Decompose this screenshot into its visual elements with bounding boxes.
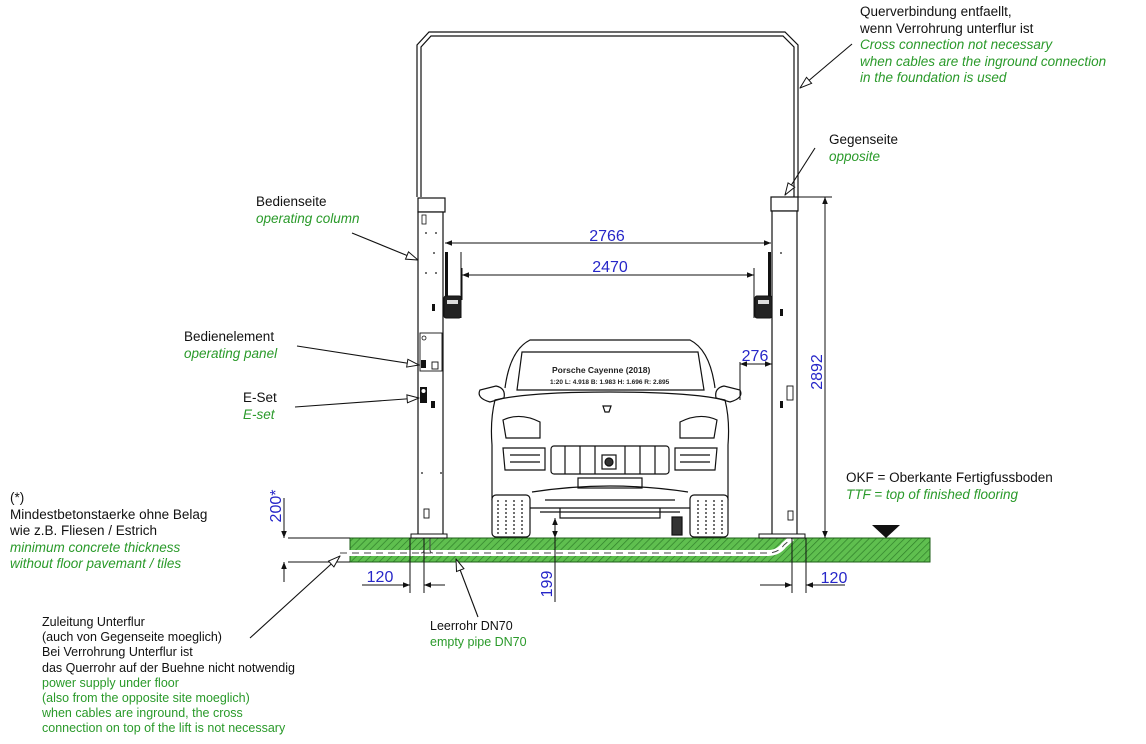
overhead-cross-connection xyxy=(416,31,799,197)
label-empty-pipe: Leerrohr DN70 empty pipe DN70 xyxy=(430,619,527,649)
opposite-column xyxy=(753,196,806,539)
label-concrete: (*) Mindestbetonstaerke ohne Belag wie z… xyxy=(10,490,208,571)
leader-lines xyxy=(249,43,853,639)
label-e-set: E-Set E-set xyxy=(243,390,277,422)
label-cross-connection: Querverbindung entfaellt, wenn Verrohrun… xyxy=(860,4,1107,85)
dim-pipe-depth: 199 xyxy=(539,571,556,598)
dim-arm-offset: 276 xyxy=(742,348,769,365)
dim-base-right: 120 xyxy=(821,570,848,587)
dim-concrete-thickness: 200* xyxy=(268,490,285,523)
car-front-view xyxy=(478,339,742,538)
label-supply: Zuleitung Unterflur (auch von Gegenseite… xyxy=(42,615,295,736)
floor-level-marker xyxy=(872,525,900,538)
car-title: Porsche Cayenne (2018) xyxy=(552,365,650,375)
dim-between-columns: 2766 xyxy=(589,228,625,245)
car-specs: 1:20 L: 4.918 B: 1.983 H: 1.696 R: 2.895 xyxy=(550,379,670,386)
e-set-box xyxy=(420,387,427,403)
label-operating-panel: Bedienelement operating panel xyxy=(184,329,278,361)
dimension-lines xyxy=(281,196,845,602)
foundation xyxy=(288,525,931,563)
dim-base-left: 120 xyxy=(367,569,394,586)
label-opposite: Gegenseite opposite xyxy=(829,132,899,164)
label-operating-column: Bedienseite operating column xyxy=(256,194,360,226)
operating-column xyxy=(410,197,462,539)
dim-between-arms: 2470 xyxy=(592,259,628,276)
dim-column-height: 2892 xyxy=(809,354,826,390)
label-okf: OKF = Oberkante Fertigfussboden TTF = to… xyxy=(846,470,1053,502)
